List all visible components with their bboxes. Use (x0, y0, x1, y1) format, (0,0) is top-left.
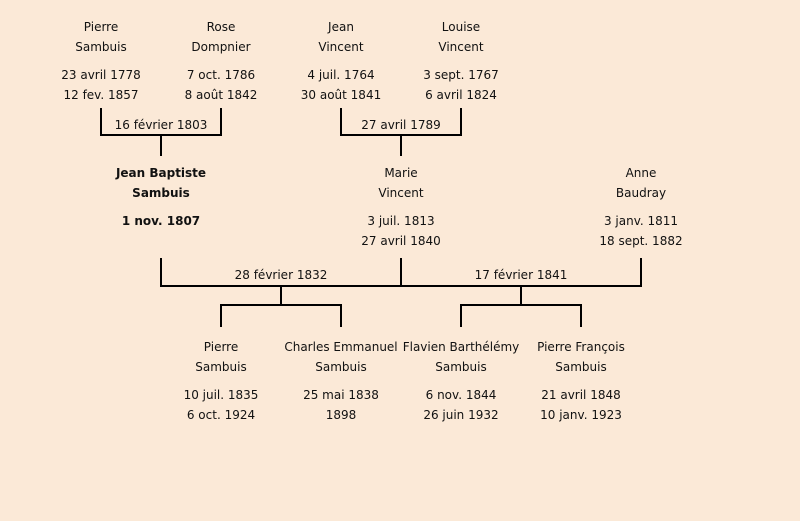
connector-line (340, 108, 342, 136)
death-date: 10 janv. 1923 (540, 408, 622, 422)
connector-line (160, 285, 642, 287)
birth-date: 25 mai 1838 (303, 388, 379, 402)
death-date: 1898 (325, 408, 357, 422)
birth-date: 10 juil. 1835 (183, 388, 259, 402)
connector-line (460, 304, 582, 306)
first-name: Rose (206, 20, 236, 34)
connector-line (340, 304, 342, 327)
first-name: Pierre (83, 20, 119, 34)
connector-line (460, 304, 462, 327)
connector-line (280, 285, 282, 306)
last-name: Sambuis (75, 40, 127, 54)
connector-line (160, 134, 162, 156)
connector-line (520, 285, 522, 306)
first-name: Pierre François (537, 340, 625, 354)
first-name: Jean (328, 20, 354, 34)
birth-date: 4 juil. 1764 (307, 68, 375, 82)
birth-date: 3 sept. 1767 (423, 68, 499, 82)
marriage-date: 27 avril 1789 (361, 118, 441, 132)
first-name: Flavien Barthélémy (402, 340, 520, 354)
first-name: Jean Baptiste (115, 166, 207, 180)
connector-line (640, 258, 642, 287)
last-name: Baudray (615, 186, 667, 200)
connector-line (220, 304, 222, 327)
connector-line (400, 134, 402, 156)
death-date: 12 fev. 1857 (63, 88, 139, 102)
death-date: 30 août 1841 (300, 88, 382, 102)
connector-line (580, 304, 582, 327)
first-name: Marie (384, 166, 418, 180)
first-name: Charles Emmanuel (284, 340, 398, 354)
connector-line (220, 108, 222, 136)
connector-line (100, 108, 102, 136)
last-name: Vincent (318, 40, 364, 54)
connector-line (160, 258, 162, 287)
first-name: Louise (441, 20, 481, 34)
marriage-date: 28 février 1832 (234, 268, 328, 282)
last-name: Sambuis (555, 360, 607, 374)
birth-date: 7 oct. 1786 (186, 68, 256, 82)
last-name: Sambuis (435, 360, 487, 374)
death-date: 27 avril 1840 (361, 234, 441, 248)
birth-date: 23 avril 1778 (61, 68, 141, 82)
last-name: Sambuis (315, 360, 367, 374)
death-date: 6 avril 1824 (425, 88, 497, 102)
birth-date: 3 juil. 1813 (367, 214, 435, 228)
death-date: 26 juin 1932 (423, 408, 499, 422)
connector-line (460, 108, 462, 136)
marriage-date: 17 février 1841 (474, 268, 568, 282)
birth-date: 21 avril 1848 (541, 388, 621, 402)
death-date: 18 sept. 1882 (599, 234, 683, 248)
first-name: Anne (625, 166, 657, 180)
last-name: Sambuis (132, 186, 190, 200)
first-name: Pierre (203, 340, 239, 354)
last-name: Vincent (438, 40, 484, 54)
birth-date: 3 janv. 1811 (603, 214, 679, 228)
birth-date: 6 nov. 1844 (425, 388, 497, 402)
death-date: 8 août 1842 (184, 88, 258, 102)
connector-line (400, 258, 402, 287)
last-name: Sambuis (195, 360, 247, 374)
last-name: Dompnier (191, 40, 251, 54)
last-name: Vincent (378, 186, 424, 200)
death-date: 6 oct. 1924 (186, 408, 256, 422)
marriage-date: 16 février 1803 (114, 118, 208, 132)
connector-line (220, 304, 342, 306)
birth-date: 1 nov. 1807 (121, 214, 201, 228)
